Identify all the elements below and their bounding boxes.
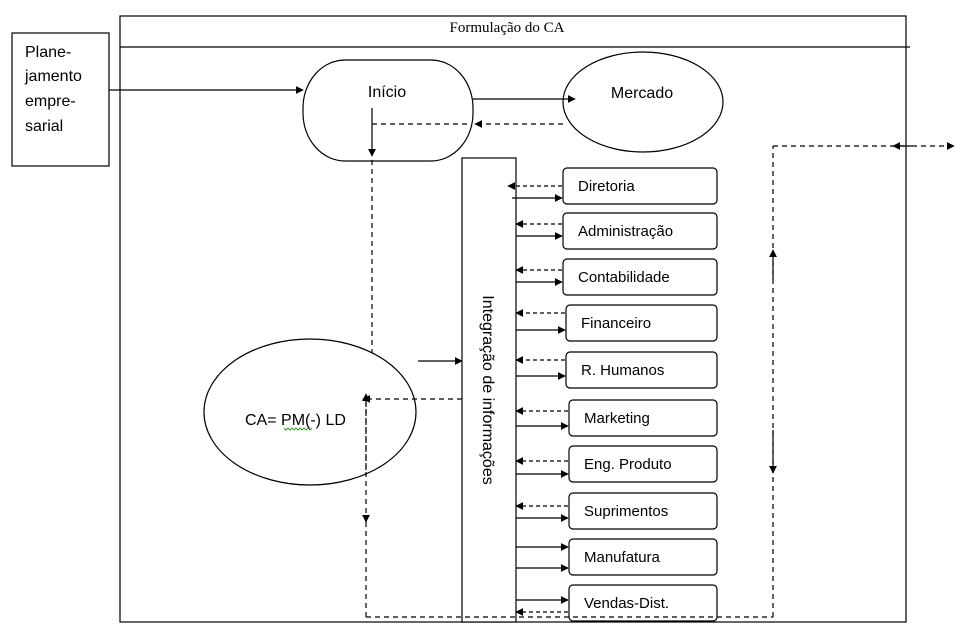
dept-label-contabilidade: Contabilidade [578, 269, 670, 286]
dept-label-marketing: Marketing [584, 410, 650, 427]
planejamento-line-4: sarial [25, 118, 63, 135]
departments: Diretoria Administração Contabilidade Fi… [562, 167, 718, 622]
dept-label-administracao: Administração [578, 223, 673, 240]
dept-box-eng-produto [568, 445, 718, 483]
ca-formula: CA= PM(-) LD [245, 412, 346, 429]
dept-label-eng-produto: Eng. Produto [584, 456, 672, 473]
dept-label-manufatura: Manufatura [584, 549, 661, 566]
planejamento-line-1: Plane- [25, 44, 71, 61]
mercado-node [562, 51, 724, 153]
dept-box-marketing [568, 399, 718, 437]
planejamento-line-3: empre- [25, 93, 76, 110]
dept-box-manufatura [568, 538, 718, 576]
dept-label-r-humanos: R. Humanos [581, 362, 664, 379]
ca-formula-suffix: (-) LD [305, 412, 346, 429]
dept-box-administracao [562, 212, 718, 250]
inicio-node [302, 59, 474, 162]
integracao-column [461, 157, 517, 623]
planejamento-line-2: jamento [24, 68, 82, 85]
diagram-title: Formulação do CA [450, 20, 565, 36]
planejamento-box [11, 32, 110, 167]
dept-box-diretoria [562, 167, 718, 205]
ca-node [203, 338, 417, 486]
dept-box-r-humanos [565, 351, 718, 389]
dept-label-financeiro: Financeiro [581, 315, 651, 332]
dept-box-financeiro [565, 304, 718, 342]
dept-box-vendas-dist [568, 584, 718, 622]
department-connectors [507, 182, 569, 616]
dept-box-contabilidade [562, 258, 718, 296]
ca-formula-prefix: CA= [245, 412, 281, 429]
spellcheck-squiggle [283, 427, 313, 431]
dept-label-suprimentos: Suprimentos [584, 503, 668, 520]
dept-label-diretoria: Diretoria [578, 178, 635, 195]
ca-formula-pm: PM [281, 412, 305, 429]
dept-box-suprimentos [568, 492, 718, 530]
inicio-label: Início [368, 84, 406, 101]
integracao-label: Integração de informações [479, 295, 496, 484]
dept-label-vendas-dist: Vendas-Dist. [584, 595, 669, 612]
mercado-label: Mercado [611, 85, 673, 102]
